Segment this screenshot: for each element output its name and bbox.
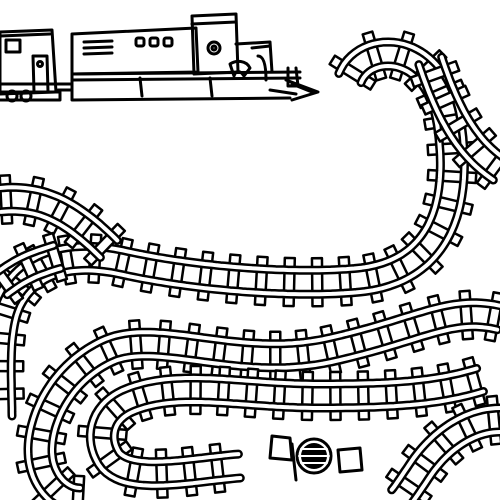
track-tie [253,255,269,307]
track-tie [215,365,232,417]
rail-car [0,28,64,103]
track-tie [189,364,202,416]
right-rail [2,263,65,300]
track-tie [271,369,287,421]
track-tie [225,253,242,305]
track-tie [356,370,371,421]
railroad-track [0,30,500,500]
left-rail [408,427,500,500]
track-tie [154,448,169,499]
track-tie [0,174,14,226]
track-tie [426,168,478,185]
locomotive [70,12,320,102]
left-rail [109,387,488,467]
track-tie [383,368,399,420]
right-rail [387,403,500,495]
left-rail [414,60,498,185]
right-rail [0,206,105,262]
track-tie [337,255,353,307]
track-tie [328,370,342,422]
left-rail [6,37,469,421]
left-rail [0,240,58,276]
left-rail [0,182,122,245]
right-rail [23,298,500,500]
track-tie [243,367,260,419]
wheel-token [268,434,364,482]
track-tie [0,264,25,306]
train [0,12,320,103]
left-rail [47,322,500,493]
track-tie [300,370,315,422]
right-rail [437,52,500,161]
track-tie [282,256,297,308]
right-rail [85,364,482,491]
coupler [54,82,74,92]
track-tie [310,256,324,308]
